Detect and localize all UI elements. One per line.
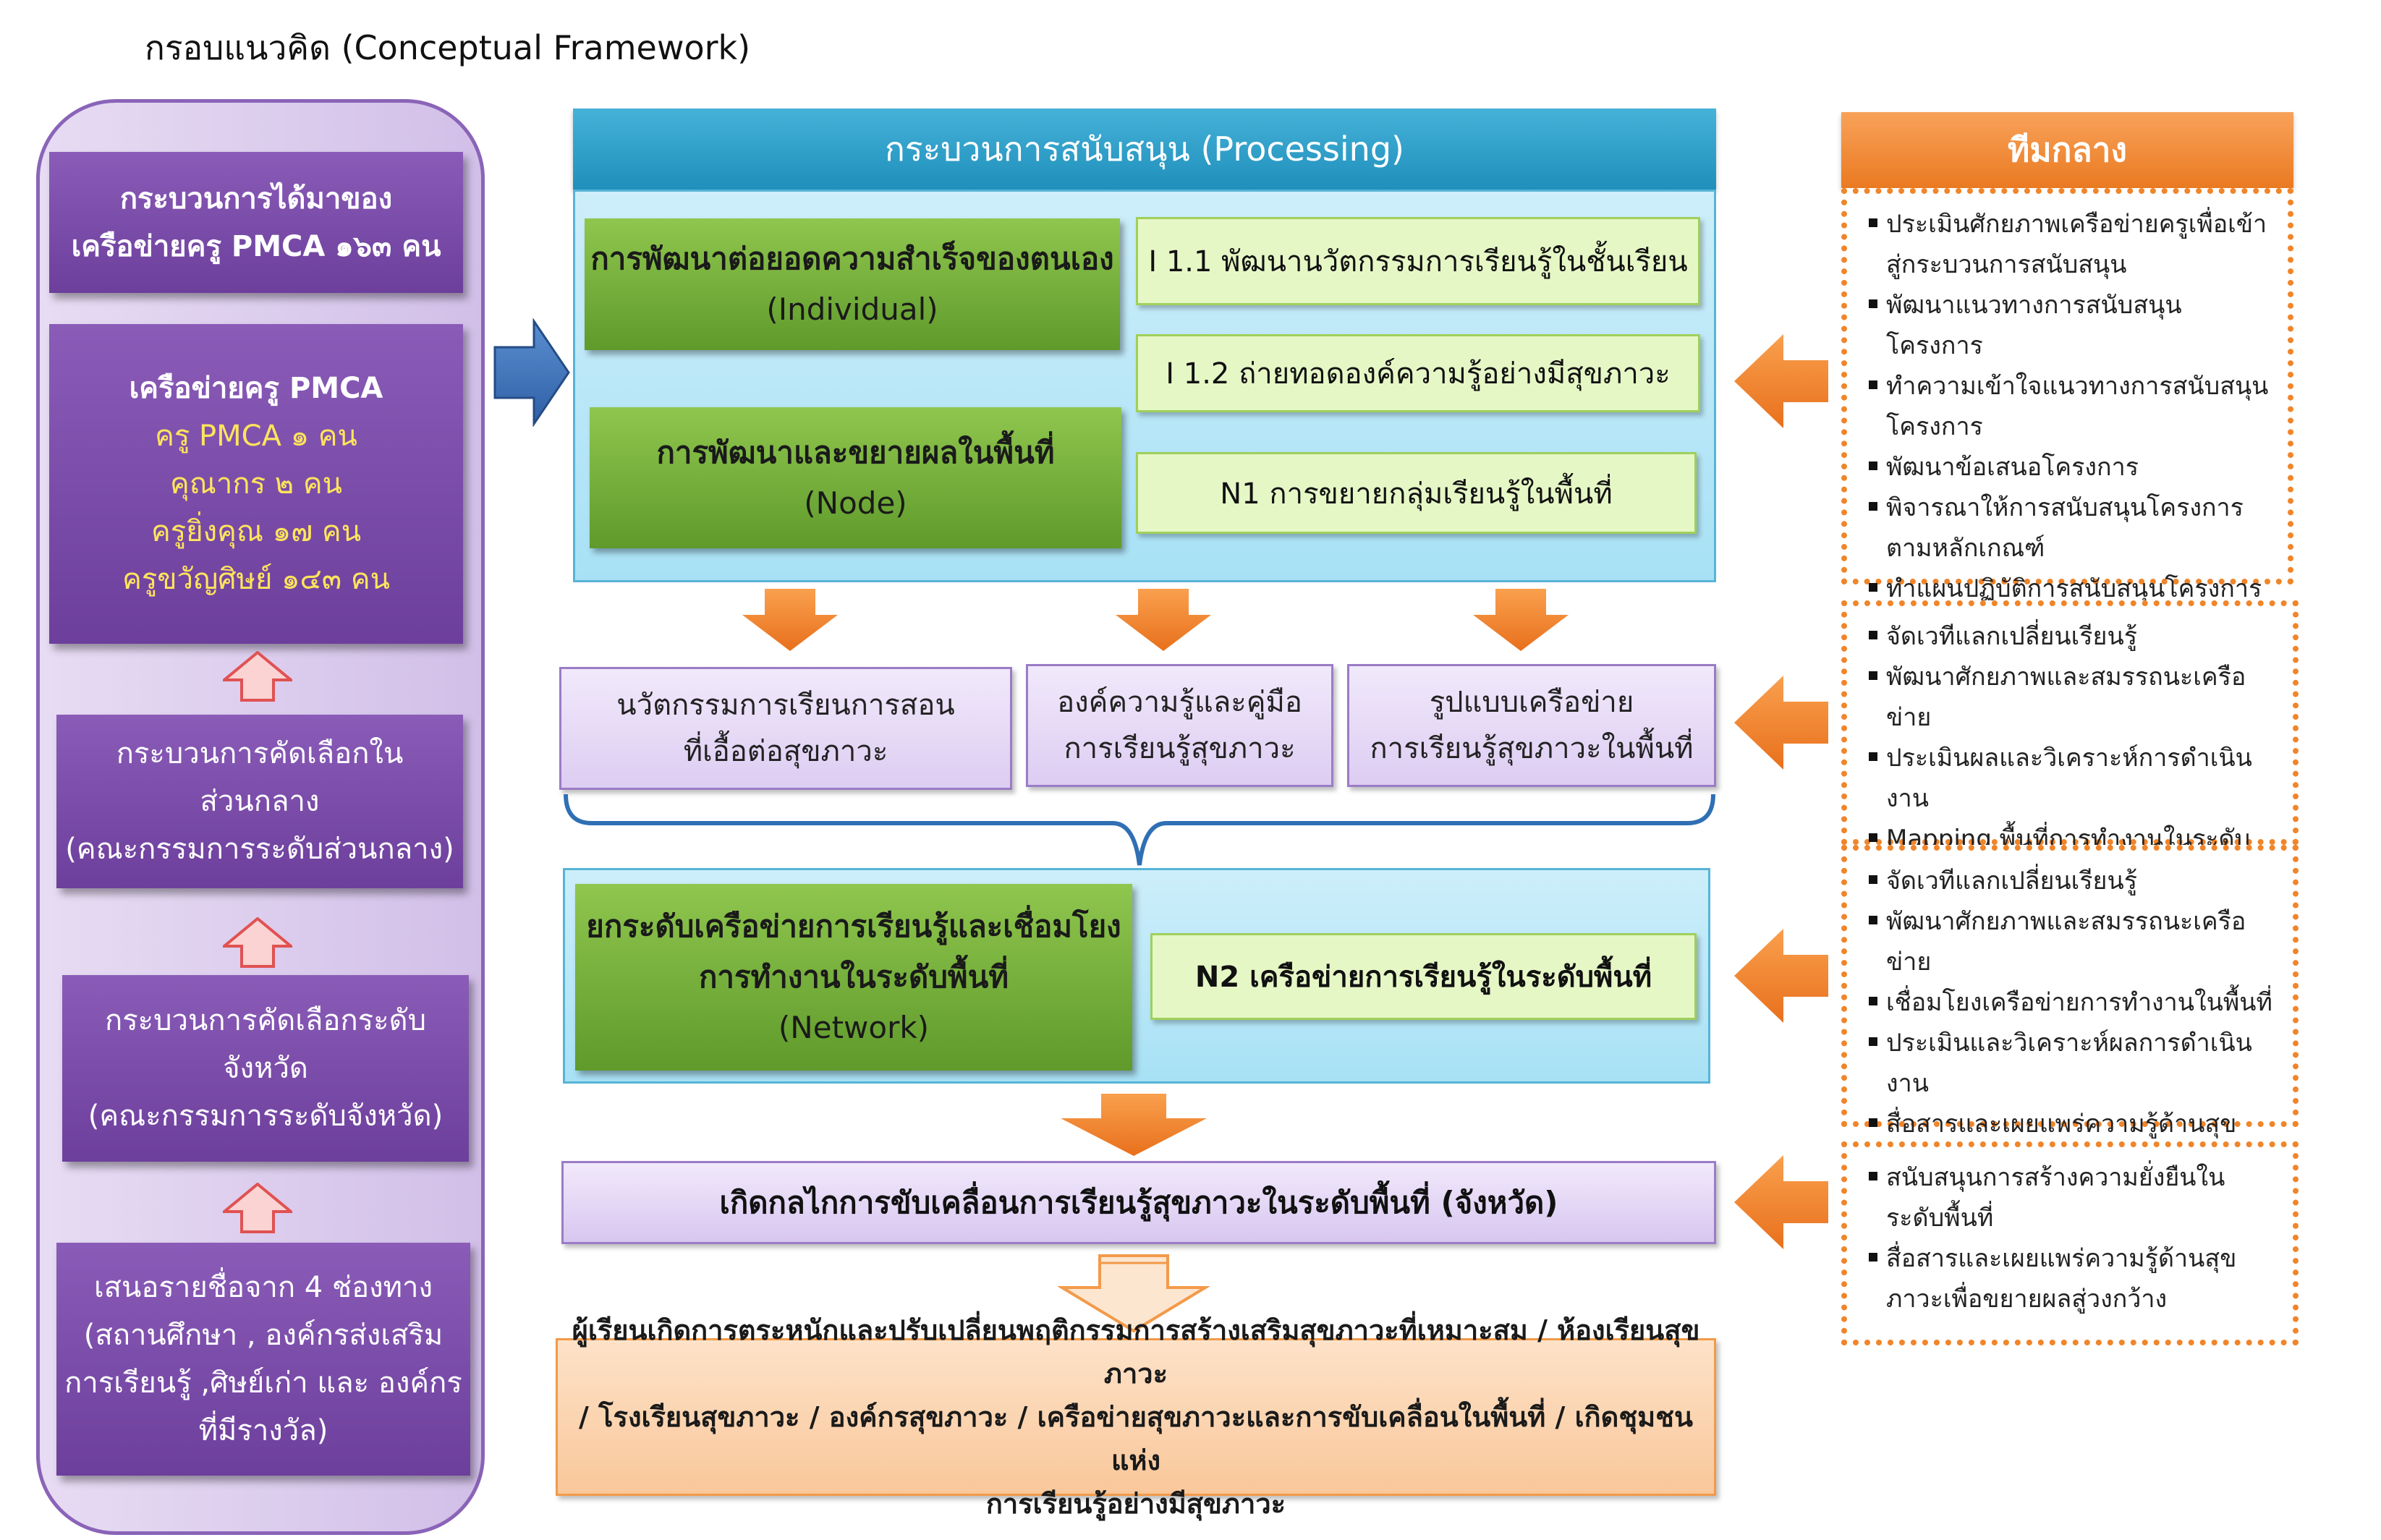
provincial-selection-line-2: จังหวัด <box>223 1052 308 1085</box>
team-item: พัฒนาแนวทางการสนับสนุนโครงการ <box>1869 285 2273 366</box>
output-knowledge-line-1: องค์ความรู้และคู่มือ <box>1057 686 1302 719</box>
output-knowledge-box: องค์ความรู้และคู่มือ การเรียนรู้สุขภาวะ <box>1026 664 1333 787</box>
node-box: การพัฒนาและขยายผลในพื้นที่ (Node) <box>590 407 1121 548</box>
nomination-line-2: (สถานศึกษา , องค์กรส่งเสริม <box>83 1319 443 1352</box>
output-network-model-box: รูปแบบเครือข่าย การเรียนรู้สุขภาวะในพื้น… <box>1347 664 1716 787</box>
processing-header: กระบวนการสนับสนุน (Processing) <box>573 109 1716 190</box>
outcome-line-3: การเรียนรู้อย่างมีสุขภาวะ <box>985 1488 1286 1520</box>
team-item: ประเมินและวิเคราะห์ผลการดำเนินงาน <box>1869 1023 2278 1104</box>
team-group-2: จัดเวทีแลกเปลี่ยนเรียนรู้ พัฒนาศักยภาพแล… <box>1841 600 2299 894</box>
team-item: ประเมินผลและวิเคราะห์การดำเนินงาน <box>1869 738 2278 819</box>
network-main-box: ยกระดับเครือข่ายการเรียนรู้และเชื่อมโยง … <box>575 884 1132 1071</box>
central-selection-box: กระบวนการคัดเลือกใน ส่วนกลาง (คณะกรรมการ… <box>56 715 463 888</box>
central-selection-line-1: กระบวนการคัดเลือกใน <box>116 737 404 770</box>
grouping-brace <box>564 794 1715 866</box>
provincial-selection-line-1: กระบวนการคัดเลือกระดับ <box>104 1004 427 1037</box>
team-item: พิจารณาให้การสนับสนุนโครงการตามหลักเกณฑ์ <box>1869 488 2273 569</box>
node-line-2: (Node) <box>804 485 907 521</box>
team-group-1: ประเมินศักยภาพเครือข่ายครูเพื่อเข้าสู่กร… <box>1841 188 2293 603</box>
nomination-line-3: การเรียนรู้ ,ศิษย์เก่า และ องค์กร <box>64 1366 462 1400</box>
individual-line-2: (Individual) <box>766 292 938 327</box>
n2-box: N2 เครือข่ายการเรียนรู้ในระดับพื้นที่ <box>1150 933 1697 1020</box>
provincial-selection-line-3: (คณะกรรมการระดับจังหวัด) <box>88 1099 443 1133</box>
team-item: ทำความเข้าใจแนวทางการสนับสนุนโครงการ <box>1869 366 2273 447</box>
provincial-selection-box: กระบวนการคัดเลือกระดับ จังหวัด (คณะกรรมก… <box>62 975 469 1162</box>
central-selection-line-2: ส่วนกลาง <box>200 785 320 818</box>
down-arrow-2 <box>1116 589 1211 651</box>
teacher-network-line-1: ครู PMCA ๑ คน <box>155 420 357 453</box>
team-item: พัฒนาศักยภาพและสมรรถนะเครือข่าย <box>1869 657 2278 738</box>
network-main-line-1: ยกระดับเครือข่ายการเรียนรู้และเชื่อมโยง <box>586 909 1121 944</box>
teacher-network-box: เครือข่ายครู PMCA ครู PMCA ๑ คน คุณากร ๒… <box>49 324 463 644</box>
team-item: สนับสนุนการสร้างความยั่งยืนในระดับพื้นที… <box>1869 1157 2278 1238</box>
up-arrow-1 <box>223 651 292 702</box>
left-arrow-3 <box>1734 929 1828 1023</box>
nomination-line-4: ที่มีรางวัล) <box>198 1414 328 1447</box>
central-selection-line-3: (คณะกรรมการระดับส่วนกลาง) <box>65 833 454 866</box>
team-item: ทำแผนปฏิบัติการสนับสนุนโครงการ <box>1869 569 2273 609</box>
outcome-line-1: ผู้เรียนเกิดการตระหนักและปรับเปลี่ยนพฤติ… <box>572 1314 1700 1390</box>
network-main-line-3: (Network) <box>778 1010 930 1045</box>
team-item: จัดเวทีแลกเปลี่ยนเรียนรู้ <box>1869 861 2278 901</box>
output-network-model-line-1: รูปแบบเครือข่าย <box>1429 686 1634 719</box>
acquisition-line-1: กระบวนการได้มาของ <box>119 182 393 216</box>
teacher-network-line-2: คุณากร ๒ คน <box>170 467 342 501</box>
i12-box: I 1.2 ถ่ายทอดองค์ความรู้อย่างมีสุขภาวะ <box>1136 334 1700 412</box>
team-item: เชื่อมโยงเครือข่ายการทำงานในพื้นที่ <box>1869 982 2278 1023</box>
individual-box: การพัฒนาต่อยอดความสำเร็จของตนเอง (Indivi… <box>585 218 1120 350</box>
teacher-network-heading: เครือข่ายครู PMCA <box>129 372 383 405</box>
team-item: จัดเวทีแลกเปลี่ยนเรียนรู้ <box>1869 616 2278 657</box>
left-arrow-2 <box>1734 676 1828 770</box>
team-item: พัฒนาข้อเสนอโครงการ <box>1869 447 2273 488</box>
nomination-box: เสนอรายชื่อจาก 4 ช่องทาง (สถานศึกษา , อง… <box>56 1243 470 1476</box>
down-arrow-4 <box>1061 1094 1207 1156</box>
team-item: พัฒนาศักยภาพและสมรรถนะเครือข่าย <box>1869 901 2278 982</box>
output-network-model-line-2: การเรียนรู้สุขภาวะในพื้นที่ <box>1370 732 1694 765</box>
network-main-line-2: การทำงานในระดับพื้นที่ <box>699 959 1009 995</box>
left-arrow-1 <box>1734 334 1828 428</box>
right-arrow-icon <box>493 318 570 427</box>
team-group-4: สนับสนุนการสร้างความยั่งยืนในระดับพื้นที… <box>1841 1141 2299 1345</box>
teacher-network-line-4: ครูขวัญศิษย์ ๑๔๓ คน <box>122 563 390 596</box>
teacher-network-line-3: ครูยิ่งคุณ ๑๗ คน <box>150 515 362 548</box>
acquisition-line-2: เครือข่ายครู PMCA ๑๖๓ คน <box>71 229 441 263</box>
nomination-line-1: เสนอรายชื่อจาก 4 ช่องทาง <box>93 1271 433 1304</box>
up-arrow-3 <box>223 1183 292 1233</box>
output-innovation-box: นวัตกรรมการเรียนการสอน ที่เอื้อต่อสุขภาว… <box>559 667 1012 790</box>
outcome-arrow <box>1058 1254 1210 1333</box>
team-group-3: จัดเวทีแลกเปลี่ยนเรียนรู้ พัฒนาศักยภาพแล… <box>1841 845 2299 1179</box>
output-innovation-line-1: นวัตกรรมการเรียนการสอน <box>616 689 955 722</box>
mechanism-box: เกิดกลไกการขับเคลื่อนการเรียนรู้สุขภาวะใ… <box>561 1161 1716 1244</box>
node-line-1: การพัฒนาและขยายผลในพื้นที่ <box>656 434 1055 470</box>
left-arrow-4 <box>1734 1155 1828 1249</box>
outcome-line-2: / โรงเรียนสุขภาวะ / องค์กรสุขภาวะ / เครื… <box>579 1401 1693 1476</box>
n1-box: N1 การขยายกลุ่มเรียนรู้ในพื้นที่ <box>1136 452 1697 534</box>
output-innovation-line-2: ที่เอื้อต่อสุขภาวะ <box>683 735 888 768</box>
outcome-box: ผู้เรียนเกิดการตระหนักและปรับเปลี่ยนพฤติ… <box>556 1314 1716 1520</box>
acquisition-box: กระบวนการได้มาของ เครือข่ายครู PMCA ๑๖๓ … <box>49 152 463 293</box>
central-team-header: ทีมกลาง <box>1841 112 2293 188</box>
page-title: กรอบแนวคิด (Conceptual Framework) <box>145 28 751 67</box>
individual-line-1: การพัฒนาต่อยอดความสำเร็จของตนเอง <box>590 241 1114 276</box>
team-item: ประเมินศักยภาพเครือข่ายครูเพื่อเข้าสู่กร… <box>1869 204 2273 285</box>
down-arrow-3 <box>1473 589 1569 651</box>
i11-box: I 1.1 พัฒนานวัตกรรมการเรียนรู้ในชั้นเรีย… <box>1136 217 1700 305</box>
output-knowledge-line-2: การเรียนรู้สุขภาวะ <box>1064 732 1296 765</box>
down-arrow-1 <box>742 589 838 651</box>
up-arrow-2 <box>223 917 292 968</box>
team-item: สื่อสารและเผยแพร่ความรู้ด้านสุขภาวะเพื่อ… <box>1869 1238 2278 1319</box>
